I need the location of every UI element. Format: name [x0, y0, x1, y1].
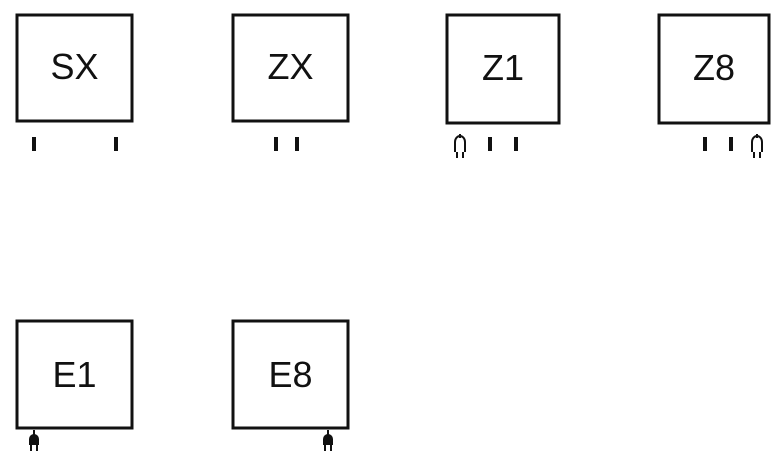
radiator-box [15, 319, 134, 430]
pipe-connector-icon [295, 137, 299, 151]
electric-plug-icon [323, 430, 333, 451]
radiator-box [15, 13, 134, 123]
pipe-connector-icon [32, 137, 36, 151]
unit-z1: Z1 [445, 13, 561, 158]
unit-label: ZX [267, 46, 313, 87]
pipe-connector-icon [514, 137, 518, 151]
pipe-connector-icon [274, 137, 278, 151]
electric-plug-outline-icon [454, 134, 466, 158]
unit-e8: E8 [231, 319, 350, 451]
unit-zx: ZX [231, 13, 350, 151]
radiator-box [657, 13, 771, 125]
unit-label: Z1 [482, 47, 524, 88]
pipe-connector-icon [703, 137, 707, 151]
pipe-connector-icon [488, 137, 492, 151]
unit-label: Z8 [693, 47, 735, 88]
electric-plug-outline-icon [751, 134, 763, 158]
electric-plug-icon [29, 430, 39, 451]
unit-label: SX [50, 46, 98, 87]
pipe-connector-icon [729, 137, 733, 151]
pipe-connector-icon [114, 137, 118, 151]
radiator-box [231, 13, 350, 123]
radiator-box [445, 13, 561, 125]
unit-e1: E1 [15, 319, 134, 451]
unit-sx: SX [15, 13, 134, 151]
unit-z8: Z8 [657, 13, 771, 158]
unit-label: E8 [268, 354, 312, 395]
unit-label: E1 [52, 354, 96, 395]
radiator-box [231, 319, 350, 430]
